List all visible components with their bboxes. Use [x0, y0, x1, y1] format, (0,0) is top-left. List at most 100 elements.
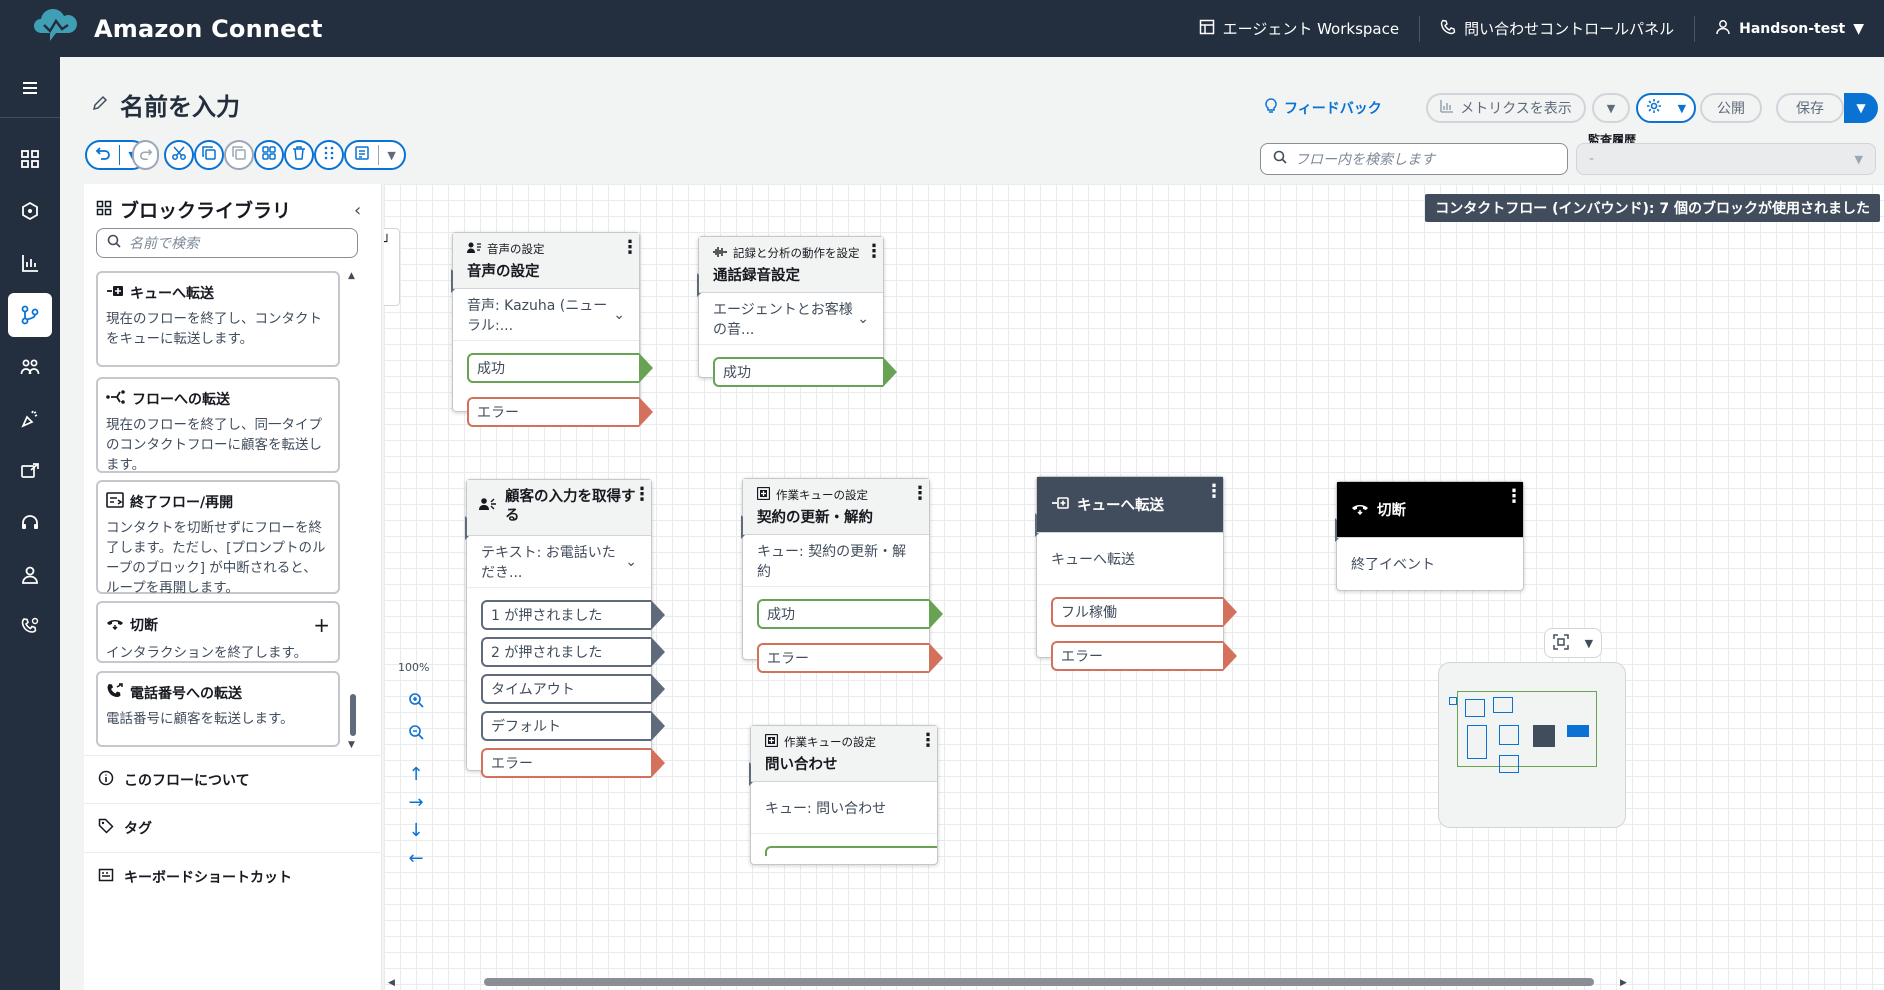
output-success[interactable]: 成功 — [467, 353, 653, 383]
library-card-end-flow[interactable]: 終了フロー/再開 コンタクトを切断せずにフローを終了します。ただし、[プロンプト… — [96, 480, 340, 596]
output-pressed-2[interactable]: 2 が押されました — [481, 637, 665, 667]
search-icon — [1273, 150, 1287, 168]
library-card-disconnect[interactable]: 切断+ インタラクションを終了します。 — [96, 601, 340, 663]
tags-link[interactable]: タグ — [84, 803, 382, 851]
scroll-up-icon[interactable]: ▲ — [348, 271, 355, 281]
minimap-block — [1499, 755, 1519, 773]
entry-block-edge[interactable]: ┘ — [384, 228, 400, 306]
chevron-down-icon[interactable]: ⌄ — [613, 306, 625, 323]
page-title[interactable]: 名前を入力 — [120, 93, 240, 121]
add-icon[interactable]: + — [313, 613, 330, 637]
menu-icon[interactable] — [8, 66, 52, 110]
node-set-queue-inquiry[interactable]: 作業キューの設定 問い合わせ ⋮ キュー: 問い合わせ — [749, 725, 938, 865]
feedback-link[interactable]: フィードバック — [1264, 93, 1382, 123]
notes-icon[interactable] — [354, 145, 370, 165]
more-options-icon[interactable]: ⋮ — [633, 484, 651, 505]
cut-button[interactable] — [164, 140, 194, 170]
pan-down-icon[interactable]: ↓ — [408, 819, 424, 841]
zoom-out-icon[interactable] — [402, 718, 430, 746]
node-disconnect[interactable]: 切断 ⋮ 終了イベント — [1335, 481, 1524, 591]
minimap-viewport[interactable] — [1457, 691, 1597, 767]
output-default[interactable]: デフォルト — [481, 711, 665, 741]
agent-workspace-link[interactable]: エージェント Workspace — [1179, 16, 1419, 42]
chevron-down-icon[interactable]: ⌄ — [625, 553, 637, 570]
library-search-input[interactable]: 名前で検索 — [96, 228, 358, 258]
routing-icon[interactable] — [8, 189, 52, 233]
node-header: 切断 ⋮ — [1337, 482, 1523, 538]
phone-settings-icon[interactable] — [8, 605, 52, 649]
top-nav: エージェント Workspace 問い合わせコントロールパネル Handson-… — [1179, 0, 1884, 57]
campaign-icon[interactable] — [8, 397, 52, 441]
user-menu[interactable]: Handson-test ▼ — [1694, 15, 1884, 42]
publish-button[interactable]: 公開 — [1700, 93, 1762, 123]
fit-view-button[interactable]: ▼ — [1544, 628, 1602, 658]
channels-icon[interactable] — [8, 449, 52, 493]
more-options-icon[interactable]: ⋮ — [621, 237, 639, 258]
output-success[interactable]: 成功 — [713, 357, 897, 387]
output-error[interactable]: エラー — [481, 748, 665, 778]
node-transfer-to-queue[interactable]: キューへ転送 ⋮ キューへ転送 フル稼働 エラー — [1035, 476, 1237, 671]
more-options-icon[interactable]: ⋮ — [1205, 481, 1223, 502]
save-button[interactable]: 保存 — [1776, 93, 1844, 123]
scroll-right-icon[interactable]: ▶ — [1620, 978, 1627, 988]
headset-icon[interactable] — [8, 501, 52, 545]
output-error[interactable]: エラー — [1051, 641, 1237, 671]
output-error[interactable]: エラー — [757, 643, 943, 673]
pan-up-icon[interactable]: ↑ — [408, 763, 424, 785]
contact-control-panel-link[interactable]: 問い合わせコントロールパネル — [1419, 15, 1694, 42]
flow-search-input[interactable]: フロー内を検索します — [1260, 143, 1568, 175]
output-success[interactable] — [765, 846, 937, 856]
more-options-icon[interactable]: ⋮ — [1505, 486, 1523, 507]
node-voice-settings[interactable]: 音声の設定 音声の設定 ⋮ 音声: Kazuha (ニューラル:...⌄ 成功 … — [451, 232, 653, 427]
minimap[interactable] — [1438, 662, 1626, 828]
output-pressed-1[interactable]: 1 が押されました — [481, 600, 665, 630]
library-scrollbar-thumb[interactable] — [350, 694, 356, 736]
library-card-flow-transfer[interactable]: フローへの転送 現在のフローを終了し、同一タイプのコンタクトフローに顧客を転送し… — [96, 377, 340, 473]
pan-right-icon[interactable]: → — [408, 791, 424, 813]
scroll-down-icon[interactable]: ▼ — [348, 740, 355, 750]
customer-profile-icon[interactable] — [8, 553, 52, 597]
flow-canvas[interactable]: ┘ コンタクトフロー (インバウンド): 7 個のブロックが使用されました 音声… — [384, 184, 1884, 990]
more-options-icon[interactable]: ⋮ — [865, 241, 883, 262]
library-card-phone-transfer[interactable]: 電話番号への転送 電話番号に顧客を転送します。 — [96, 671, 340, 747]
output-success[interactable]: 成功 — [757, 599, 943, 629]
edit-pencil-icon[interactable] — [92, 95, 108, 115]
zoom-in-icon[interactable] — [402, 686, 430, 714]
redo-button[interactable] — [132, 140, 159, 170]
settings-dropdown-button[interactable]: ▼ — [1636, 93, 1696, 123]
select-all-button[interactable] — [254, 140, 284, 170]
users-icon[interactable] — [8, 345, 52, 389]
end-flow-icon — [106, 492, 124, 512]
more-options-icon[interactable]: ⋮ — [911, 483, 929, 504]
metrics-button[interactable]: メトリクスを表示 — [1426, 93, 1586, 123]
output-at-capacity[interactable]: フル稼働 — [1051, 597, 1237, 627]
about-flow-link[interactable]: このフローについて — [84, 755, 382, 803]
save-dropdown-button[interactable]: ▼ — [1844, 93, 1878, 123]
pan-left-icon[interactable]: ← — [408, 847, 424, 869]
more-options-icon[interactable]: ⋮ — [919, 730, 937, 751]
node-set-queue-renewal[interactable]: 作業キューの設定 契約の更新・解約 ⋮ キュー: 契約の更新・解約 成功 エラー — [741, 478, 943, 673]
node-header: 記録と分析の動作を設定 通話録音設定 ⋮ — [699, 237, 883, 293]
metrics-dropdown-button[interactable]: ▼ — [1592, 93, 1630, 123]
brand[interactable]: Amazon Connect — [32, 7, 323, 51]
flows-icon[interactable] — [8, 293, 52, 337]
undo-icon[interactable] — [95, 145, 111, 165]
node-recording-settings[interactable]: 記録と分析の動作を設定 通話録音設定 ⋮ エージェントとお客様の音...⌄ 成功 — [697, 236, 897, 387]
copy-button[interactable] — [194, 140, 224, 170]
arrange-button[interactable] — [314, 140, 344, 170]
analytics-icon[interactable] — [8, 241, 52, 285]
scroll-left-icon[interactable]: ◀ — [388, 978, 395, 988]
collapse-panel-icon[interactable]: ‹ — [354, 200, 362, 221]
chevron-down-icon[interactable]: ⌄ — [857, 310, 869, 327]
node-get-customer-input[interactable]: 顧客の入力を取得する ⋮ テキスト: お電話いただき...⌄ 1 が押されました… — [465, 479, 665, 778]
paste-button[interactable] — [224, 140, 254, 170]
canvas-horizontal-scrollbar[interactable] — [484, 978, 1594, 986]
library-card-queue-transfer[interactable]: キューへ転送 現在のフローを終了し、コンタクトをキューに転送します。 — [96, 271, 340, 367]
output-timeout[interactable]: タイムアウト — [481, 674, 665, 704]
delete-button[interactable] — [284, 140, 314, 170]
notes-dropdown-icon[interactable]: ▼ — [387, 148, 396, 162]
output-error[interactable]: エラー — [467, 397, 653, 427]
keyboard-shortcuts-link[interactable]: キーボードショートカット — [84, 852, 382, 900]
dashboard-icon[interactable] — [8, 137, 52, 181]
audit-history-select[interactable]: - ▼ — [1576, 143, 1876, 175]
